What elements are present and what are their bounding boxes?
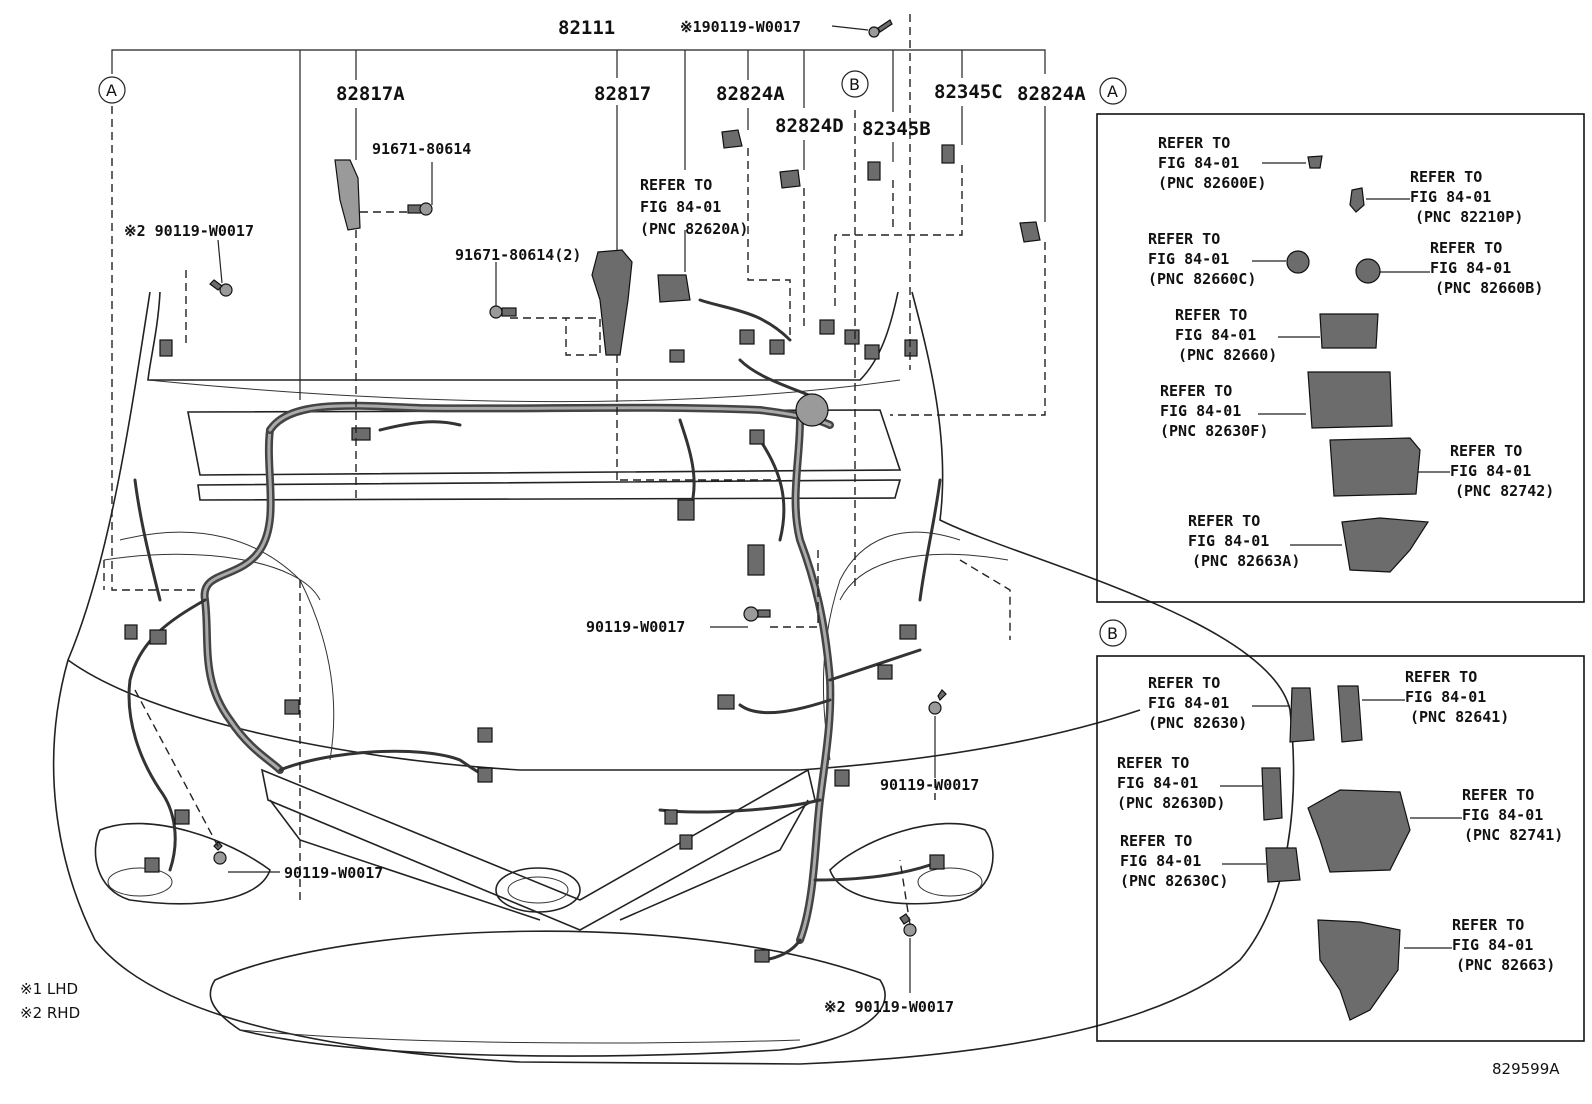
leader-lines	[111, 25, 1046, 993]
detail-box-a: REFER TO FIG 84-01 (PNC 82600E) REFER TO…	[1096, 113, 1585, 603]
bolt-icon	[407, 202, 433, 216]
ref-82742-l3: (PNC 82742)	[1455, 482, 1554, 500]
harness-connectors	[124, 319, 945, 963]
engine-wire-harness	[127, 298, 942, 962]
ref-82741-l3: (PNC 82741)	[1464, 826, 1563, 844]
ref-82660-l3: (PNC 82660)	[1178, 346, 1277, 364]
ref-82630F-l3: (PNC 82630F)	[1160, 422, 1268, 440]
ref-82630D-l2: FIG 84-01	[1117, 774, 1198, 792]
ref-82741-l2: FIG 84-01	[1462, 806, 1543, 824]
marker-a-left: A	[106, 81, 117, 100]
ref-82600E-l1: REFER TO	[1158, 134, 1230, 152]
dashed-guides	[103, 14, 1046, 926]
ref-82630C-l2: FIG 84-01	[1120, 852, 1201, 870]
ref-82660C-l2: FIG 84-01	[1148, 250, 1229, 268]
ref-82742-l2: FIG 84-01	[1450, 462, 1531, 480]
ref-82600E-l2: FIG 84-01	[1158, 154, 1239, 172]
detail-box-b: REFER TO FIG 84-01 (PNC 82630) REFER TO …	[1096, 655, 1585, 1042]
ref-82630D-l3: (PNC 82630D)	[1117, 794, 1225, 812]
ref-82663-l1: REFER TO	[1452, 916, 1524, 934]
callout-82817A: 82817A	[336, 83, 405, 105]
ref-82660C-l3: (PNC 82660C)	[1148, 270, 1256, 288]
ref-82630-l3: (PNC 82630)	[1148, 714, 1247, 732]
marker-a-right: A	[1107, 82, 1118, 101]
callout-82824D: 82824D	[775, 115, 844, 137]
callout-82345B: 82345B	[862, 118, 931, 140]
ref-82630F-l2: FIG 84-01	[1160, 402, 1241, 420]
callout-82824A-right: 82824A	[1017, 83, 1086, 105]
legend-rhd: ※2 RHD	[20, 1004, 80, 1022]
callout-82824A-left: 82824A	[716, 83, 785, 105]
callout-82817: 82817	[594, 83, 651, 105]
part-number-callouts: 82111 ※190119-W0017 82817A 82817 82824A …	[124, 17, 1086, 1016]
callout-82345C: 82345C	[934, 81, 1003, 103]
ref-82741-l1: REFER TO	[1462, 786, 1534, 804]
callout-clip-right: 90119-W0017	[880, 776, 979, 794]
callout-clip-lower-left: 90119-W0017	[284, 864, 383, 882]
callout-clip-center: 90119-W0017	[586, 618, 685, 636]
legend: ※1 LHD ※2 RHD	[20, 980, 80, 1022]
main-refer-line3: (PNC 82620A)	[640, 220, 748, 238]
ref-82630F-l1: REFER TO	[1160, 382, 1232, 400]
ref-82660B-l1: REFER TO	[1430, 239, 1502, 257]
callout-82111: 82111	[558, 17, 615, 39]
bolt-icon	[489, 305, 517, 319]
callout-clip-rhd-left: ※2 90119-W0017	[124, 222, 254, 240]
ref-82210P-l2: FIG 84-01	[1410, 188, 1491, 206]
ref-82663-l3: (PNC 82663)	[1456, 956, 1555, 974]
main-refer-line1: REFER TO	[640, 176, 712, 194]
ref-82630-l1: REFER TO	[1148, 674, 1220, 692]
ref-82630-l2: FIG 84-01	[1148, 694, 1229, 712]
ref-82210P-l1: REFER TO	[1410, 168, 1482, 186]
ref-82630C-l1: REFER TO	[1120, 832, 1192, 850]
ref-82641-l3: (PNC 82641)	[1410, 708, 1509, 726]
ref-82630C-l3: (PNC 82630C)	[1120, 872, 1228, 890]
ref-82630D-l1: REFER TO	[1117, 754, 1189, 772]
ref-82663A-l2: FIG 84-01	[1188, 532, 1269, 550]
ref-82660C-l1: REFER TO	[1148, 230, 1220, 248]
ref-82663A-l1: REFER TO	[1188, 512, 1260, 530]
ref-82641-l2: FIG 84-01	[1405, 688, 1486, 706]
car-body-outline	[52, 291, 1295, 1065]
ref-82660-l2: FIG 84-01	[1175, 326, 1256, 344]
ref-82663-l2: FIG 84-01	[1452, 936, 1533, 954]
circle-markers: A B A B	[98, 70, 1127, 647]
callout-clip-top: ※190119-W0017	[680, 18, 801, 36]
callout-clip-rhd-bottom: ※2 90119-W0017	[824, 998, 954, 1016]
callout-bolt-a: 91671-80614	[372, 140, 471, 158]
ref-82600E-l3: (PNC 82600E)	[1158, 174, 1266, 192]
main-refer-line2: FIG 84-01	[640, 198, 721, 216]
exploded-parts	[209, 19, 1041, 937]
ref-82663A-l3: (PNC 82663A)	[1192, 552, 1300, 570]
ref-82210P-l3: (PNC 82210P)	[1415, 208, 1523, 226]
ref-82660-l1: REFER TO	[1175, 306, 1247, 324]
marker-b-top: B	[849, 75, 860, 94]
ref-82660B-l2: FIG 84-01	[1430, 259, 1511, 277]
callout-bolt-b: 91671-80614(2)	[455, 246, 581, 264]
ref-82641-l1: REFER TO	[1405, 668, 1477, 686]
marker-b-right: B	[1107, 624, 1118, 643]
legend-lhd: ※1 LHD	[20, 980, 78, 998]
ref-82660B-l3: (PNC 82660B)	[1435, 279, 1543, 297]
figure-id: 829599A	[1492, 1060, 1560, 1078]
ref-82742-l1: REFER TO	[1450, 442, 1522, 460]
